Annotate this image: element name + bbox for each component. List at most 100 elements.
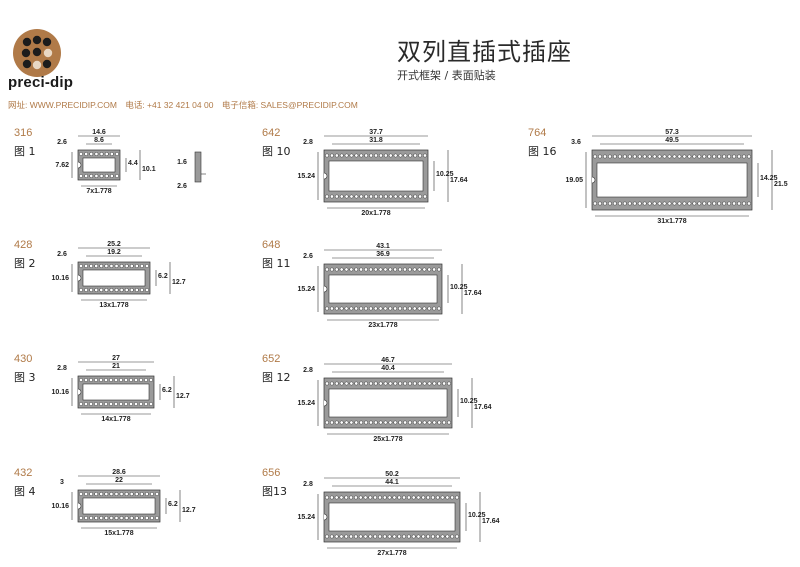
pin-contact	[393, 153, 398, 158]
pin-contact	[139, 288, 144, 292]
pin-contact	[373, 306, 378, 311]
pin-contact	[89, 492, 94, 496]
pin-contact	[374, 153, 378, 158]
pin-contact	[368, 267, 373, 272]
pin-contact	[134, 264, 139, 268]
pin-contact	[450, 495, 455, 500]
pin-contact	[717, 201, 722, 206]
pin-contact	[642, 201, 647, 206]
figure-label: 图 10	[262, 145, 291, 158]
pin-contact	[325, 495, 329, 500]
pin-contact	[114, 516, 119, 520]
pin-contact	[411, 534, 416, 539]
socket-drawing-656	[323, 491, 461, 543]
pin-contact	[627, 154, 632, 159]
dimension-overall: 28.6	[112, 469, 126, 476]
pin-contact	[139, 264, 144, 268]
pin-contact	[383, 153, 388, 158]
pin-contact	[657, 201, 662, 206]
pin-contact	[344, 267, 349, 272]
dimension-inner: 21	[112, 363, 120, 370]
pin-contact	[344, 381, 349, 386]
pin-contact	[407, 306, 412, 311]
pin-contact	[435, 534, 440, 539]
pin-contact	[383, 306, 388, 311]
pin-contact	[94, 402, 98, 406]
pin-contact	[84, 174, 89, 178]
dimension-offset: 2.6	[57, 251, 67, 258]
dimension-width: 7.62	[55, 162, 69, 169]
pin-contact	[329, 153, 334, 158]
pin-contact	[139, 516, 144, 520]
pin-contact	[632, 154, 637, 159]
pin-contact	[374, 194, 378, 199]
pin-contact	[430, 495, 435, 500]
pin-contact	[682, 201, 687, 206]
socket-window	[82, 383, 150, 401]
pin-contact	[134, 402, 138, 406]
pin-contact	[427, 306, 432, 311]
pin-contact	[349, 534, 354, 539]
pin-contact	[115, 152, 119, 156]
pin-contact	[129, 288, 134, 292]
pin-contact	[418, 194, 423, 199]
dimension-inner-height: 10.25	[468, 512, 486, 519]
pin-contact	[359, 267, 364, 272]
pin-contact	[109, 402, 113, 406]
pin-contact	[373, 495, 378, 500]
dimension-width: 10.16	[51, 503, 69, 510]
pin-contact	[354, 306, 359, 311]
pin-contact	[94, 516, 99, 520]
pin-contact	[134, 492, 139, 496]
pin-contact	[79, 264, 83, 268]
part-code: 648	[262, 239, 281, 251]
pin-contact	[329, 306, 334, 311]
dimension-pitch: 14x1.778	[101, 416, 130, 423]
pin-contact	[667, 154, 672, 159]
figure-label: 图 11	[262, 257, 291, 270]
email-link[interactable]: 电子信箱: SALES@PRECIDIP.COM	[221, 100, 358, 110]
pin-contact	[94, 264, 99, 268]
pin-contact	[368, 534, 373, 539]
pin-contact	[408, 420, 412, 425]
pin-contact	[363, 534, 368, 539]
part-code: 432	[14, 467, 33, 479]
dimension-overall: 43.1	[376, 243, 390, 250]
pin-contact	[747, 154, 751, 159]
socket-drawing-316	[77, 149, 121, 181]
pin-contact	[109, 264, 114, 268]
pin-contact	[398, 381, 403, 386]
dimension-outer-height: 10.1	[142, 166, 156, 173]
pin-contact	[657, 154, 662, 159]
dimension-pitch: 20x1.778	[361, 210, 390, 217]
socket-notch	[77, 161, 82, 169]
dimension-inner: 36.9	[376, 251, 390, 258]
socket-drawing-652	[323, 377, 453, 429]
pin-contact	[423, 153, 427, 158]
pin-contact	[392, 495, 397, 500]
dimension-offset: 2.8	[303, 481, 313, 488]
socket-window	[328, 502, 456, 532]
pin-contact	[84, 402, 88, 406]
website-link[interactable]: 网址: WWW.PRECIDIP.COM	[8, 100, 117, 110]
pin-contact	[84, 264, 89, 268]
pin-contact	[124, 402, 128, 406]
pin-contact	[388, 420, 393, 425]
pin-contact	[378, 306, 383, 311]
pin-contact	[398, 306, 402, 311]
part-code: 642	[262, 127, 281, 139]
pin-contact	[612, 201, 617, 206]
pin-contact	[344, 420, 349, 425]
pin-contact	[99, 516, 104, 520]
pin-contact	[408, 381, 412, 386]
pin-contact	[114, 288, 119, 292]
dimension-inner-height: 10.25	[436, 171, 454, 178]
pin-contact	[119, 516, 124, 520]
pin-contact	[344, 495, 349, 500]
pin-contact	[397, 495, 402, 500]
pin-contact	[363, 495, 368, 500]
pin-contact	[129, 378, 133, 382]
pin-contact	[412, 306, 417, 311]
pin-contact	[94, 492, 99, 496]
dimension-outer-height: 17.64	[474, 404, 492, 411]
